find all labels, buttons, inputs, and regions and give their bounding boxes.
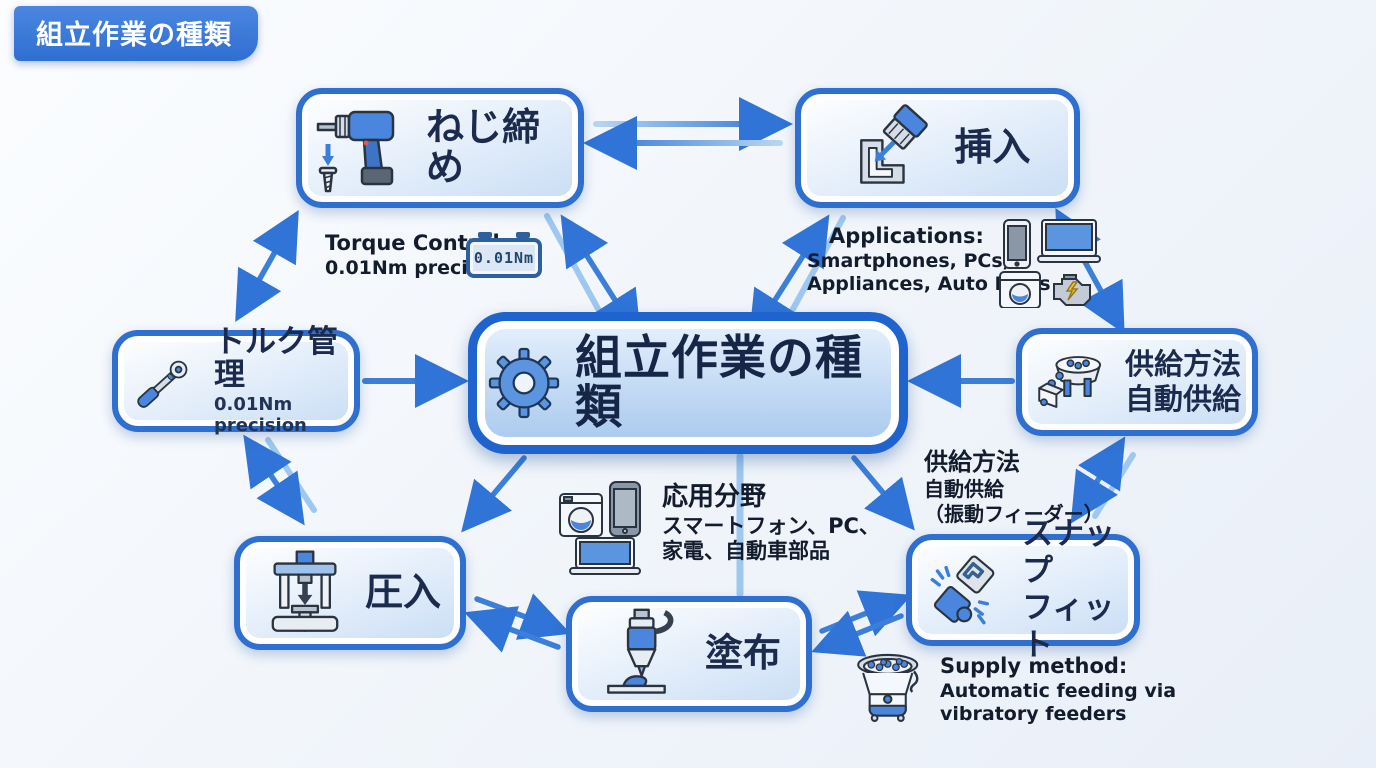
node-torque-label: トルク管理 xyxy=(214,324,338,393)
node-center-assembly-types: 組立作業の種類 xyxy=(468,312,908,454)
washing-machine-icon xyxy=(559,493,603,537)
washing-machine-icon xyxy=(999,271,1041,308)
node-press-label: 圧入 xyxy=(364,570,441,615)
engine-icon xyxy=(1053,274,1091,306)
arrow-group xyxy=(235,97,1136,657)
node-coating: 塗布 xyxy=(566,596,812,712)
applications-ja-title: 応用分野 xyxy=(662,482,767,512)
torque-meter-value: 0.01Nm xyxy=(473,249,535,267)
press-machine-icon xyxy=(259,547,351,639)
arrow-center-to-snap xyxy=(851,455,915,531)
arrow-coat-to-snap xyxy=(819,590,912,637)
annotation-supply-en: Supply method: Automatic feeding via vib… xyxy=(940,654,1176,726)
applications-ja-line2: 家電、自動車部品 xyxy=(662,539,830,564)
laptop-icon xyxy=(569,537,641,575)
vibratory-feeder-icon xyxy=(1033,343,1111,421)
annotation-supply-ja: 供給方法 自動供給 （振動フィーダー） xyxy=(924,448,1104,526)
node-press-fit: 圧入 xyxy=(234,536,466,650)
node-supply-label-line1: 供給方法 xyxy=(1124,347,1241,382)
page-title-badge: 組立作業の種類 xyxy=(14,6,258,61)
torque-control-line: 0.01Nm precision xyxy=(325,256,513,279)
arrow-torque-press xyxy=(243,434,305,526)
supply-en-line1: Automatic feeding via xyxy=(940,679,1177,702)
node-screw-tightening: ねじ締め xyxy=(296,88,584,208)
supply-ja-line1: 自動供給 xyxy=(924,477,1004,502)
applications-en-icons xyxy=(998,218,1108,308)
torque-wrench-icon xyxy=(128,345,200,417)
smartphone-icon xyxy=(609,481,641,537)
node-snap-label-line1: スナップ xyxy=(1022,515,1115,589)
node-coating-label: 塗布 xyxy=(704,631,781,676)
arrow-supply-snap xyxy=(1070,436,1126,524)
arrow-press-to-coat xyxy=(474,593,571,640)
annotation-applications-ja: 応用分野 スマートフォン、PC、 家電、自動車部品 xyxy=(662,482,880,565)
node-center-label: 組立作業の種類 xyxy=(575,330,863,435)
dispenser-icon xyxy=(597,607,691,701)
smartphone-icon xyxy=(1003,219,1031,269)
applications-en-line1: Smartphones, PCs, xyxy=(807,249,1010,272)
node-screw-label: ねじ締め xyxy=(426,105,541,189)
arrow-light-torque-press xyxy=(265,437,317,513)
snap-fit-icon xyxy=(922,547,1008,633)
arrow-coat-to-press xyxy=(464,606,561,653)
bowl-feeder-icon xyxy=(850,650,932,732)
supply-en-line2: vibratory feeders xyxy=(940,702,1127,725)
connector-insert-icon xyxy=(844,100,940,196)
node-snap-label-line2: フィット xyxy=(1022,590,1115,664)
applications-ja-line1: スマートフォン、PC、 xyxy=(662,513,880,538)
node-supply-label-line2: 自動供給 xyxy=(1124,382,1241,416)
node-insertion: 挿入 xyxy=(795,88,1080,208)
gear-icon xyxy=(487,346,561,420)
drill-icon xyxy=(312,100,412,196)
torque-meter-icon: 0.01Nm xyxy=(466,232,542,278)
node-torque-sublabel: 0.01Nm precision xyxy=(214,393,307,436)
node-snap-fit: スナップ フィット xyxy=(906,516,1140,663)
applications-ja-icons xyxy=(558,480,658,575)
arrow-snap-to-coat xyxy=(811,610,904,657)
supply-en-title: Supply method: xyxy=(940,654,1128,678)
supply-ja-title: 供給方法 xyxy=(924,448,1020,476)
annotation-applications-en: Applications: Smartphones, PCs, Applianc… xyxy=(807,224,1051,296)
node-torque-management: トルク管理 0.01Nm precision xyxy=(112,326,360,436)
node-supply-method: 供給方法 自動供給 xyxy=(1016,328,1258,436)
applications-en-line2: Appliances, Auto Parts xyxy=(807,272,1051,295)
applications-en-title: Applications: xyxy=(829,224,984,248)
supply-ja-line2: （振動フィーダー） xyxy=(924,501,1104,526)
laptop-icon xyxy=(1037,219,1101,263)
arrow-center-to-press xyxy=(461,455,527,533)
arrow-screw-torque xyxy=(235,210,299,322)
node-insertion-label: 挿入 xyxy=(954,125,1031,170)
